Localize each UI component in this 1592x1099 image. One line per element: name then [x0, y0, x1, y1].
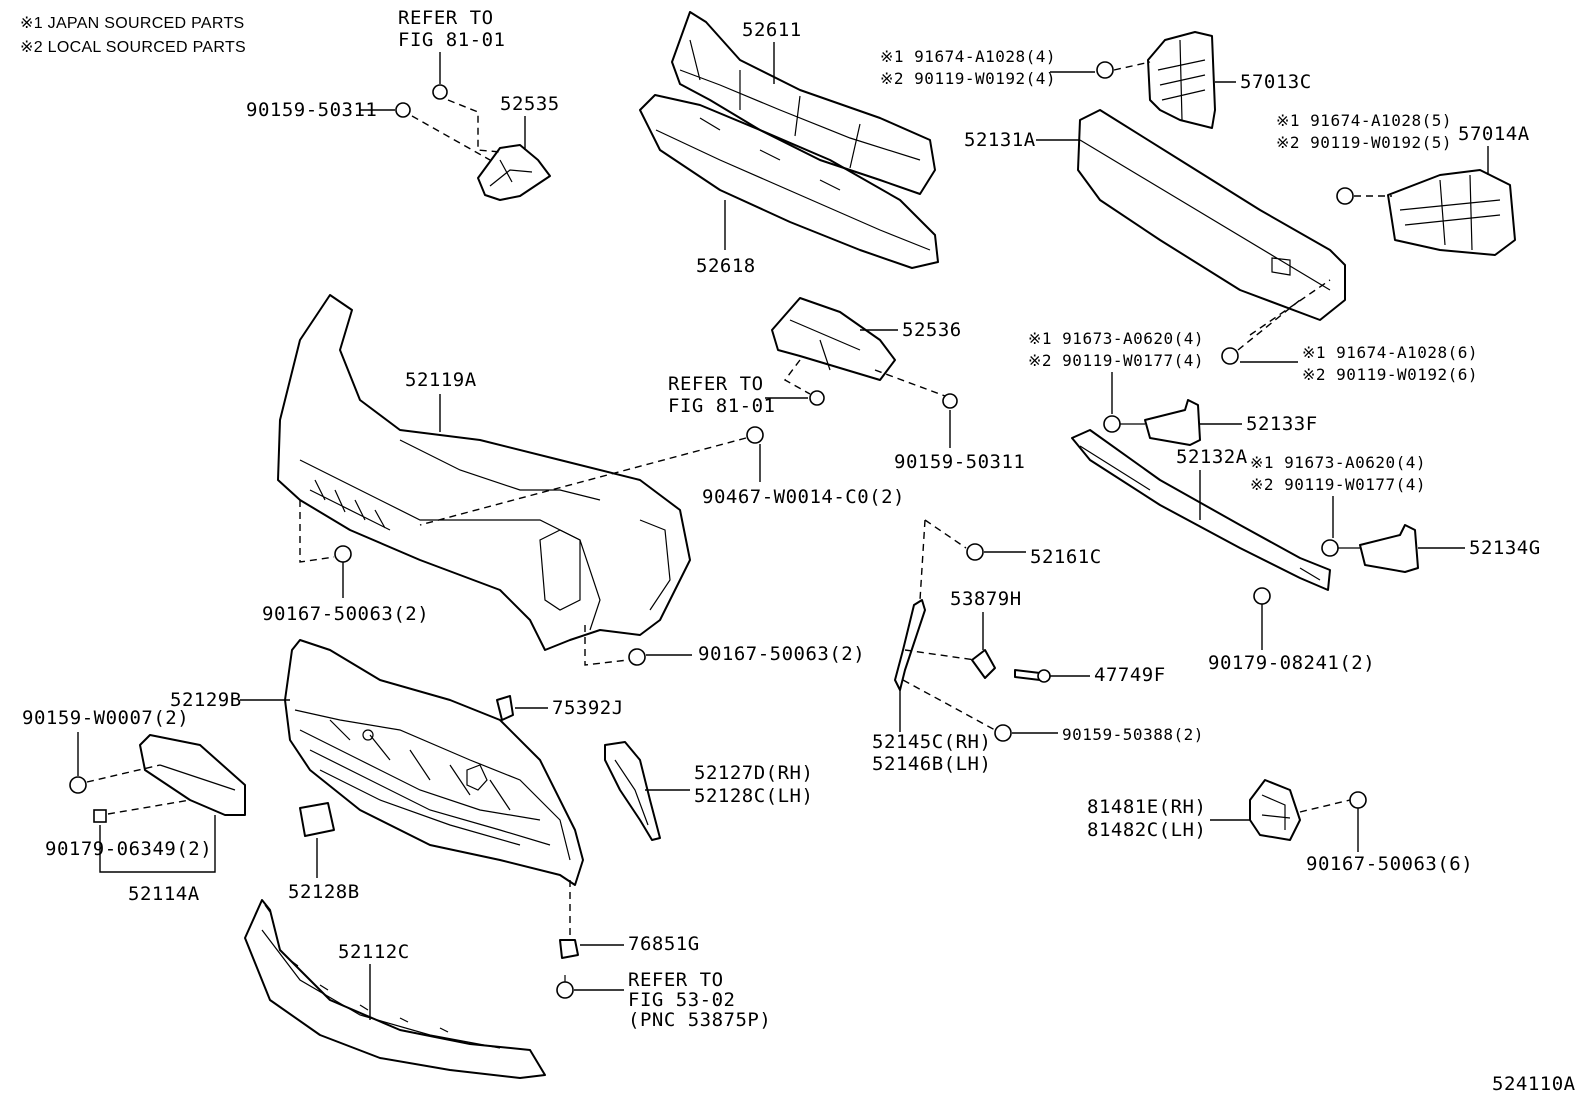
label-90167-b: 90167-50063(2) — [698, 643, 865, 665]
label-52535: 52535 — [500, 93, 560, 115]
label-52133F: 52133F — [1246, 413, 1318, 435]
bolt-icon[interactable] — [1349, 791, 1367, 809]
part-81481E-cover[interactable] — [1249, 779, 1301, 841]
label-57013-local: ※2 90119-W0192(4) — [880, 69, 1056, 88]
part-52145C-support[interactable] — [894, 599, 926, 691]
label-52618: 52618 — [696, 255, 756, 277]
part-52114A-retainer[interactable] — [139, 734, 246, 816]
part-52134G-retainer[interactable] — [1359, 524, 1419, 573]
label-52112C: 52112C — [338, 941, 410, 963]
clip-icon[interactable] — [628, 648, 646, 666]
part-52127D-bezel[interactable] — [604, 741, 661, 841]
nut-icon[interactable] — [93, 809, 107, 823]
label-52114A: 52114A — [128, 883, 200, 905]
label-57014A: 57014A — [1458, 123, 1530, 145]
label-90167-c: 90167-50063(6) — [1306, 853, 1473, 875]
label-81482C: 81482C(LH) — [1087, 819, 1206, 841]
nut-icon[interactable] — [1253, 587, 1271, 605]
bolt-icon[interactable] — [1336, 187, 1354, 205]
label-90179-06349: 90179-06349(2) — [45, 838, 212, 860]
label-52611: 52611 — [742, 19, 802, 41]
bolt-icon[interactable] — [809, 390, 825, 406]
label-52131-japan: ※1 91674-A1028(6) — [1302, 343, 1478, 362]
part-52535-bracket[interactable] — [477, 144, 551, 201]
clip-icon[interactable] — [334, 545, 352, 563]
label-52536: 52536 — [902, 319, 962, 341]
label-52146B: 52146B(LH) — [872, 753, 991, 775]
screw-icon[interactable] — [1014, 669, 1051, 683]
part-57014A-bracket[interactable] — [1387, 169, 1516, 256]
label-52132A: 52132A — [1176, 446, 1248, 468]
part-52131A-reinforcement[interactable] — [1077, 109, 1346, 321]
part-52129B-grille[interactable] — [284, 639, 584, 886]
part-57013C-bracket[interactable] — [1147, 31, 1216, 129]
label-52133-local: ※2 90119-W0177(4) — [1028, 351, 1204, 370]
part-52132A-reinforcement[interactable] — [1071, 429, 1331, 591]
bolt-icon[interactable] — [1096, 61, 1114, 79]
bolt-icon[interactable] — [942, 393, 958, 409]
part-52112C-spoiler[interactable] — [244, 899, 546, 1079]
label-57014-japan: ※1 91674-A1028(5) — [1276, 111, 1452, 130]
clip-icon[interactable] — [496, 695, 514, 721]
label-52134G: 52134G — [1469, 537, 1541, 559]
label-52127D: 52127D(RH) — [694, 762, 813, 784]
label-52145C: 52145C(RH) — [872, 731, 991, 753]
label-52134-japan: ※1 91673-A0620(4) — [1250, 453, 1426, 472]
bolt-icon[interactable] — [395, 102, 411, 118]
bolt-icon[interactable] — [1103, 415, 1121, 433]
label-52133-japan: ※1 91673-A0620(4) — [1028, 329, 1204, 348]
label-57013C: 57013C — [1240, 71, 1312, 93]
label-90159-W0007: 90159-W0007(2) — [22, 707, 189, 729]
label-53879H: 53879H — [950, 588, 1022, 610]
label-81481E: 81481E(RH) — [1087, 796, 1206, 818]
part-52119A-bumper-cover[interactable] — [277, 294, 691, 651]
label-57014-local: ※2 90119-W0192(5) — [1276, 133, 1452, 152]
label-52119A: 52119A — [405, 369, 477, 391]
part-52133F-retainer[interactable] — [1144, 399, 1201, 446]
bolt-icon[interactable] — [432, 84, 448, 100]
label-52131-local: ※2 90119-W0192(6) — [1302, 365, 1478, 384]
bolt-icon[interactable] — [1221, 347, 1239, 365]
label-90467: 90467-W0014-C0(2) — [702, 486, 905, 508]
bolt-icon[interactable] — [69, 776, 87, 794]
label-52128C: 52128C(LH) — [694, 785, 813, 807]
bolt-icon[interactable] — [556, 981, 574, 999]
label-52128B: 52128B — [288, 881, 360, 903]
label-52134-local: ※2 90119-W0177(4) — [1250, 475, 1426, 494]
label-90159-50311-a: 90159-50311 — [246, 99, 377, 121]
label-90179-08241: 90179-08241(2) — [1208, 652, 1375, 674]
clip-icon[interactable] — [966, 543, 984, 561]
bolt-icon[interactable] — [1321, 539, 1339, 557]
label-57013-japan: ※1 91674-A1028(4) — [880, 47, 1056, 66]
part-52618-absorber[interactable] — [639, 94, 939, 269]
part-53879H-retainer[interactable] — [971, 649, 996, 679]
label-90167-a: 90167-50063(2) — [262, 603, 429, 625]
bolt-icon[interactable] — [746, 426, 764, 444]
label-76851G: 76851G — [628, 933, 700, 955]
part-52128B-cover[interactable] — [299, 802, 335, 837]
label-75392J: 75392J — [552, 697, 624, 719]
label-52161C: 52161C — [1030, 546, 1102, 568]
part-52611-absorber[interactable] — [671, 11, 936, 195]
legend-local: ※2 LOCAL SOURCED PARTS — [20, 39, 246, 56]
clip-icon[interactable] — [559, 939, 579, 959]
legend-japan: ※1 JAPAN SOURCED PARTS — [20, 15, 245, 32]
part-52536-bracket[interactable] — [771, 297, 896, 381]
label-52129B: 52129B — [170, 689, 242, 711]
label-90159-50388: 90159-50388(2) — [1062, 725, 1204, 744]
label-90159-50311-b: 90159-50311 — [894, 451, 1025, 473]
bolt-icon[interactable] — [994, 724, 1012, 742]
diagram-code: 524110A — [1492, 1073, 1576, 1095]
label-52131A: 52131A — [964, 129, 1036, 151]
label-47749F: 47749F — [1094, 664, 1166, 686]
